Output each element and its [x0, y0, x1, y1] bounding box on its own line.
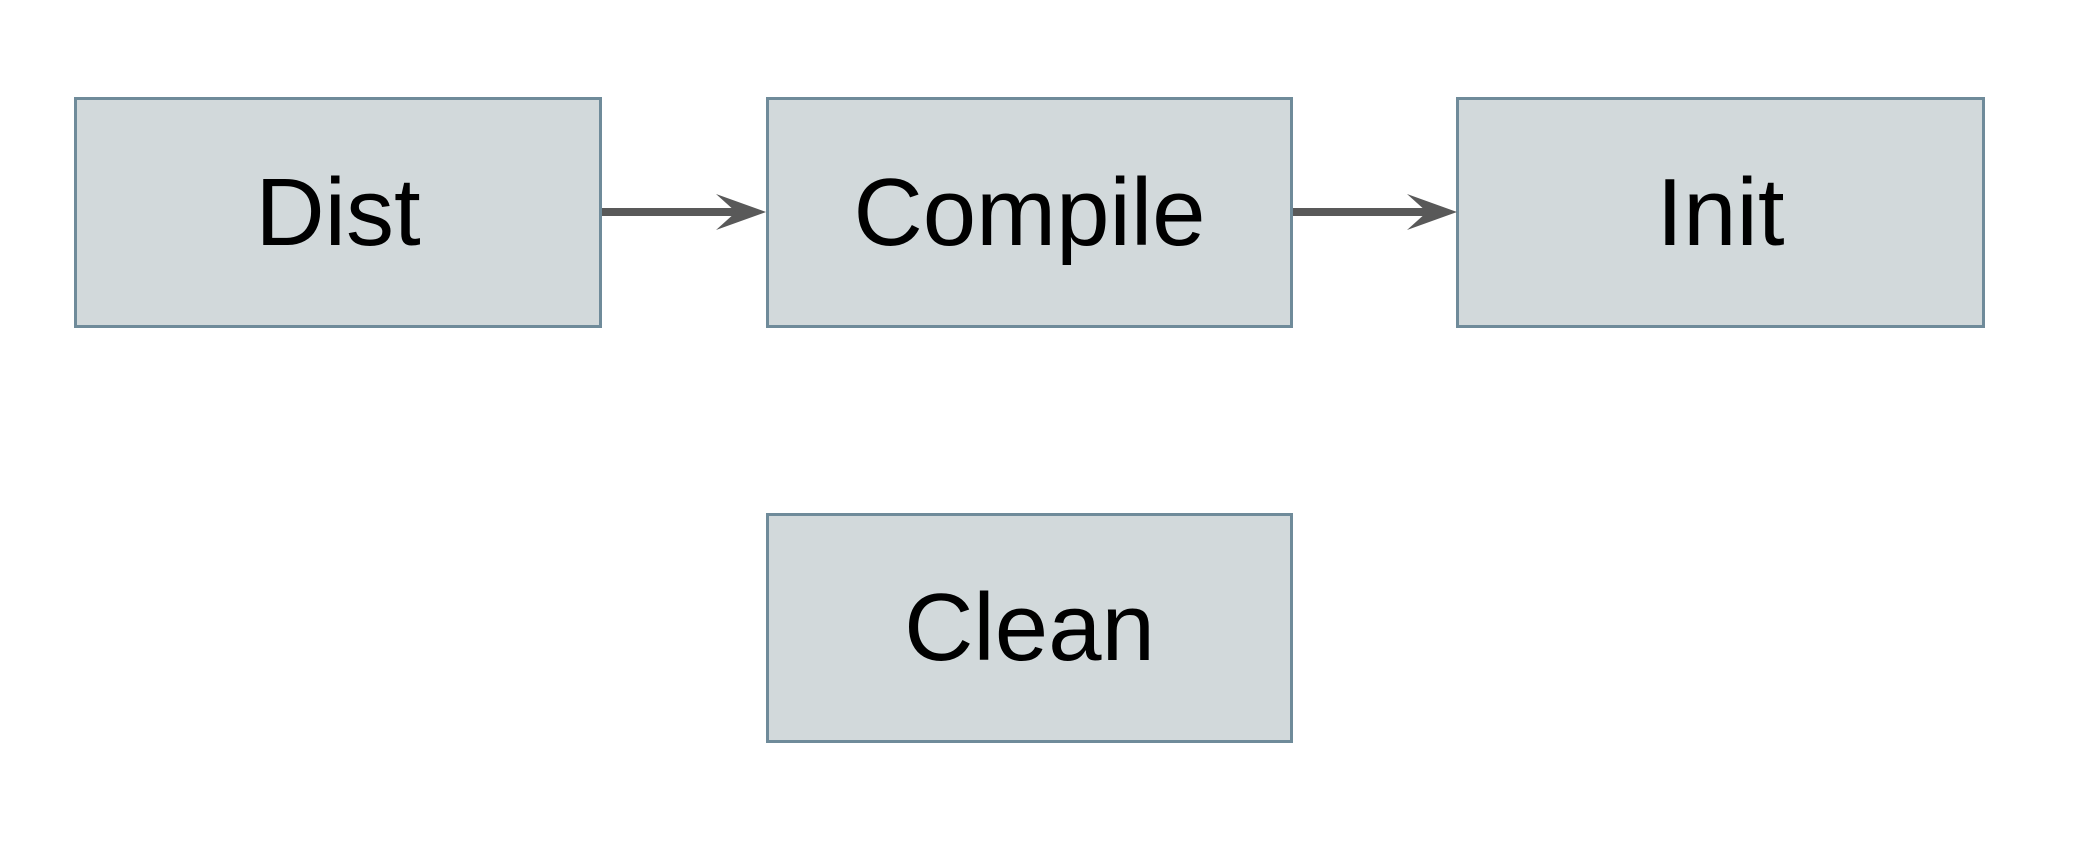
node-compile[interactable]: Compile: [766, 97, 1293, 328]
arrow-dist-to-compile: [602, 194, 766, 230]
node-dist[interactable]: Dist: [74, 97, 602, 328]
node-init[interactable]: Init: [1456, 97, 1985, 328]
node-dist-label: Dist: [255, 158, 421, 266]
arrow-head-icon: [1407, 194, 1457, 230]
node-compile-label: Compile: [853, 158, 1206, 266]
arrow-compile-to-init: [1293, 194, 1457, 230]
node-clean-label: Clean: [904, 574, 1155, 681]
node-clean[interactable]: Clean: [766, 513, 1293, 743]
node-init-label: Init: [1656, 158, 1785, 266]
arrow-head-icon: [716, 194, 766, 230]
